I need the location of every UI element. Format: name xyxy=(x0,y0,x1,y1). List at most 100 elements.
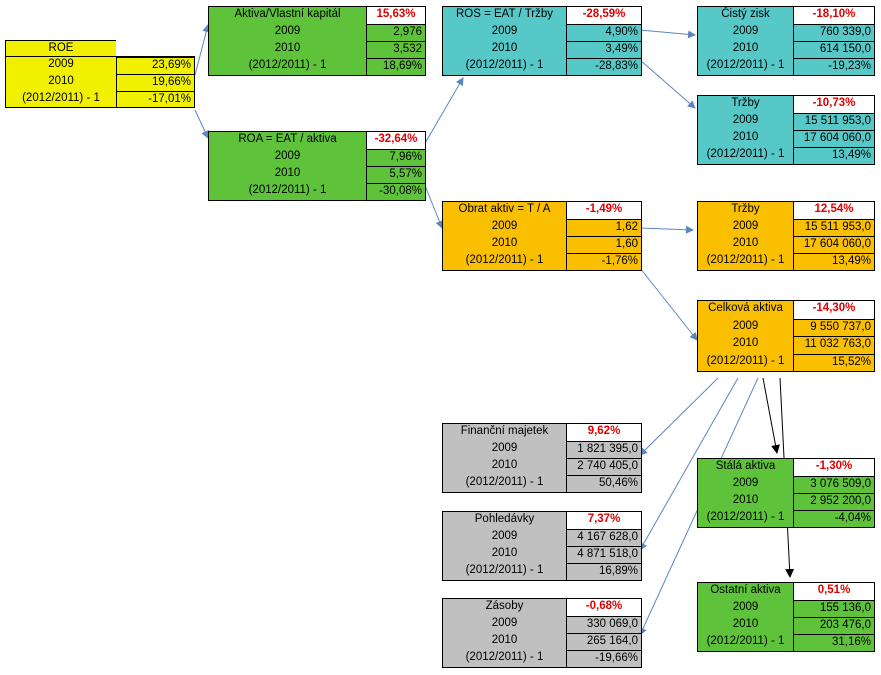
connector-aktiva-vk-ros xyxy=(423,77,464,146)
node-title: Pohledávky xyxy=(474,513,535,525)
row-value: 2 952 200,0 xyxy=(793,493,874,510)
row-value: 203 476,0 xyxy=(793,617,874,634)
row-value: 17 604 060,0 xyxy=(793,130,874,147)
row-label: 2009 xyxy=(491,220,518,232)
node-title: Tržby xyxy=(731,97,760,109)
row-value: -17,01% xyxy=(116,91,195,108)
row-value: 19,66% xyxy=(116,74,195,91)
row-label: 2009 xyxy=(274,150,301,162)
row-value: 1 821 395,0 xyxy=(566,441,641,458)
connector-obrat-celkova xyxy=(639,267,698,341)
row-label: (2012/2011) - 1 xyxy=(465,254,544,266)
node-roe: ROE 2009 23,69% 2010 19,66% (2012/2011) … xyxy=(5,40,195,108)
row-value: 3,532 xyxy=(366,41,425,58)
row-value: -1,76% xyxy=(566,253,641,270)
node-title: Celková aktiva xyxy=(708,302,783,314)
row-value: -19,66% xyxy=(566,650,641,667)
node-celkova-aktiva: Celková aktiva -14,30% 2009 9 550 737,0 … xyxy=(697,300,875,372)
row-label: 2010 xyxy=(732,337,759,349)
node-change-value: -14,30% xyxy=(793,301,874,319)
node-title: Finanční majetek xyxy=(460,425,549,437)
row-value: 15 511 953,0 xyxy=(793,219,874,236)
node-change-value: -10,73% xyxy=(793,96,874,113)
row-label: 2009 xyxy=(5,57,116,74)
row-label: (2012/2011) - 1 xyxy=(706,254,785,266)
row-label: 2010 xyxy=(732,618,759,630)
connector-obrat-trzby-orange xyxy=(639,225,694,234)
row-value: -4,04% xyxy=(793,510,874,527)
node-change-value: 9,62% xyxy=(566,424,641,441)
node-title: Obrat aktiv = T / A xyxy=(458,203,551,215)
row-label: 2010 xyxy=(732,237,759,249)
node-change-value: 12,54% xyxy=(793,202,874,219)
row-value: 155 136,0 xyxy=(793,600,874,617)
row-value: 3 076 509,0 xyxy=(793,476,874,493)
row-value: 1,62 xyxy=(566,219,641,236)
row-label: 2009 xyxy=(274,25,301,37)
node-trzby-teal: Tržby -10,73% 2009 15 511 953,0 2010 17 … xyxy=(697,95,875,165)
row-value: 18,69% xyxy=(366,58,425,75)
node-change-value: 15,63% xyxy=(366,7,425,24)
connector-ros-cisty-zisk xyxy=(639,29,696,39)
row-label: (2012/2011) - 1 xyxy=(706,511,785,523)
row-label: 2009 xyxy=(732,114,759,126)
row-label: (2012/2011) - 1 xyxy=(706,59,785,71)
row-label: 2009 xyxy=(491,442,518,454)
node-financni-majetek: Finanční majetek 9,62% 2009 1 821 395,0 … xyxy=(442,423,642,493)
node-change-value: -1,49% xyxy=(566,202,641,219)
node-trzby-orange: Tržby 12,54% 2009 15 511 953,0 2010 17 6… xyxy=(697,201,875,271)
node-stala-aktiva: Stálá aktiva -1,30% 2009 3 076 509,0 201… xyxy=(697,458,875,528)
connector-ros-trzby-teal xyxy=(639,59,696,109)
row-value: 2 740 405,0 xyxy=(566,458,641,475)
row-value: 1,60 xyxy=(566,236,641,253)
row-label: (2012/2011) - 1 xyxy=(465,651,544,663)
row-value: 13,49% xyxy=(793,147,874,164)
node-obrat-aktiv: Obrat aktiv = T / A -1,49% 2009 1,62 201… xyxy=(442,201,642,271)
node-roa: ROA = EAT / aktiva -32,64% 2009 7,96% 20… xyxy=(208,131,426,201)
node-title: Čistý zisk xyxy=(721,8,770,20)
node-title: Aktiva/Vlastní kapitál xyxy=(234,8,341,20)
row-value: 4,90% xyxy=(566,24,641,41)
node-title: Zásoby xyxy=(485,600,524,612)
node-change-value: 7,37% xyxy=(566,512,641,529)
node-ros: ROS = EAT / Tržby -28,59% 2009 4,90% 201… xyxy=(442,6,642,76)
row-label: 2010 xyxy=(5,74,116,91)
row-value: -30,08% xyxy=(366,183,425,200)
row-label: 2009 xyxy=(732,477,759,489)
row-label: 2010 xyxy=(491,459,518,471)
row-value: 16,89% xyxy=(566,563,641,580)
row-label: 2010 xyxy=(274,167,301,179)
row-value: 7,96% xyxy=(366,149,425,166)
row-label: 2009 xyxy=(491,617,518,629)
node-change-value: 0,51% xyxy=(793,583,874,600)
node-title: ROA = EAT / aktiva xyxy=(238,133,337,145)
row-label: 2010 xyxy=(491,237,518,249)
row-label: 2009 xyxy=(732,220,759,232)
row-value: 23,69% xyxy=(116,57,195,74)
connector-roe-aktiva-vk xyxy=(194,24,211,76)
row-value: -19,23% xyxy=(793,58,874,75)
row-label: 2009 xyxy=(732,319,759,332)
row-value: 31,16% xyxy=(793,634,874,651)
row-value: 15 511 953,0 xyxy=(793,113,874,130)
row-value: 15,52% xyxy=(793,353,874,371)
row-value: 17 604 060,0 xyxy=(793,236,874,253)
node-change-value: -32,64% xyxy=(366,132,425,149)
row-label: 2009 xyxy=(491,25,518,37)
row-value: 760 339,0 xyxy=(793,24,874,41)
row-value: 9 550 737,0 xyxy=(793,318,874,336)
node-pohledavky: Pohledávky 7,37% 2009 4 167 628,0 2010 4… xyxy=(442,511,642,581)
row-label: (2012/2011) - 1 xyxy=(465,476,544,488)
row-value: 330 069,0 xyxy=(566,616,641,633)
node-title: ROS = EAT / Tržby xyxy=(455,8,554,20)
row-label: (2012/2011) - 1 xyxy=(5,91,116,108)
row-label: 2009 xyxy=(732,601,759,613)
row-value: 13,49% xyxy=(793,253,874,270)
node-change-value: -28,59% xyxy=(566,7,641,24)
node-change-value: -18,10% xyxy=(793,7,874,24)
connector-celkova-financni xyxy=(639,377,719,456)
row-value: -28,83% xyxy=(566,58,641,75)
connector-celkova-stala xyxy=(762,377,780,454)
connector-roe-roa xyxy=(194,109,209,139)
row-value: 11 032 763,0 xyxy=(793,336,874,354)
